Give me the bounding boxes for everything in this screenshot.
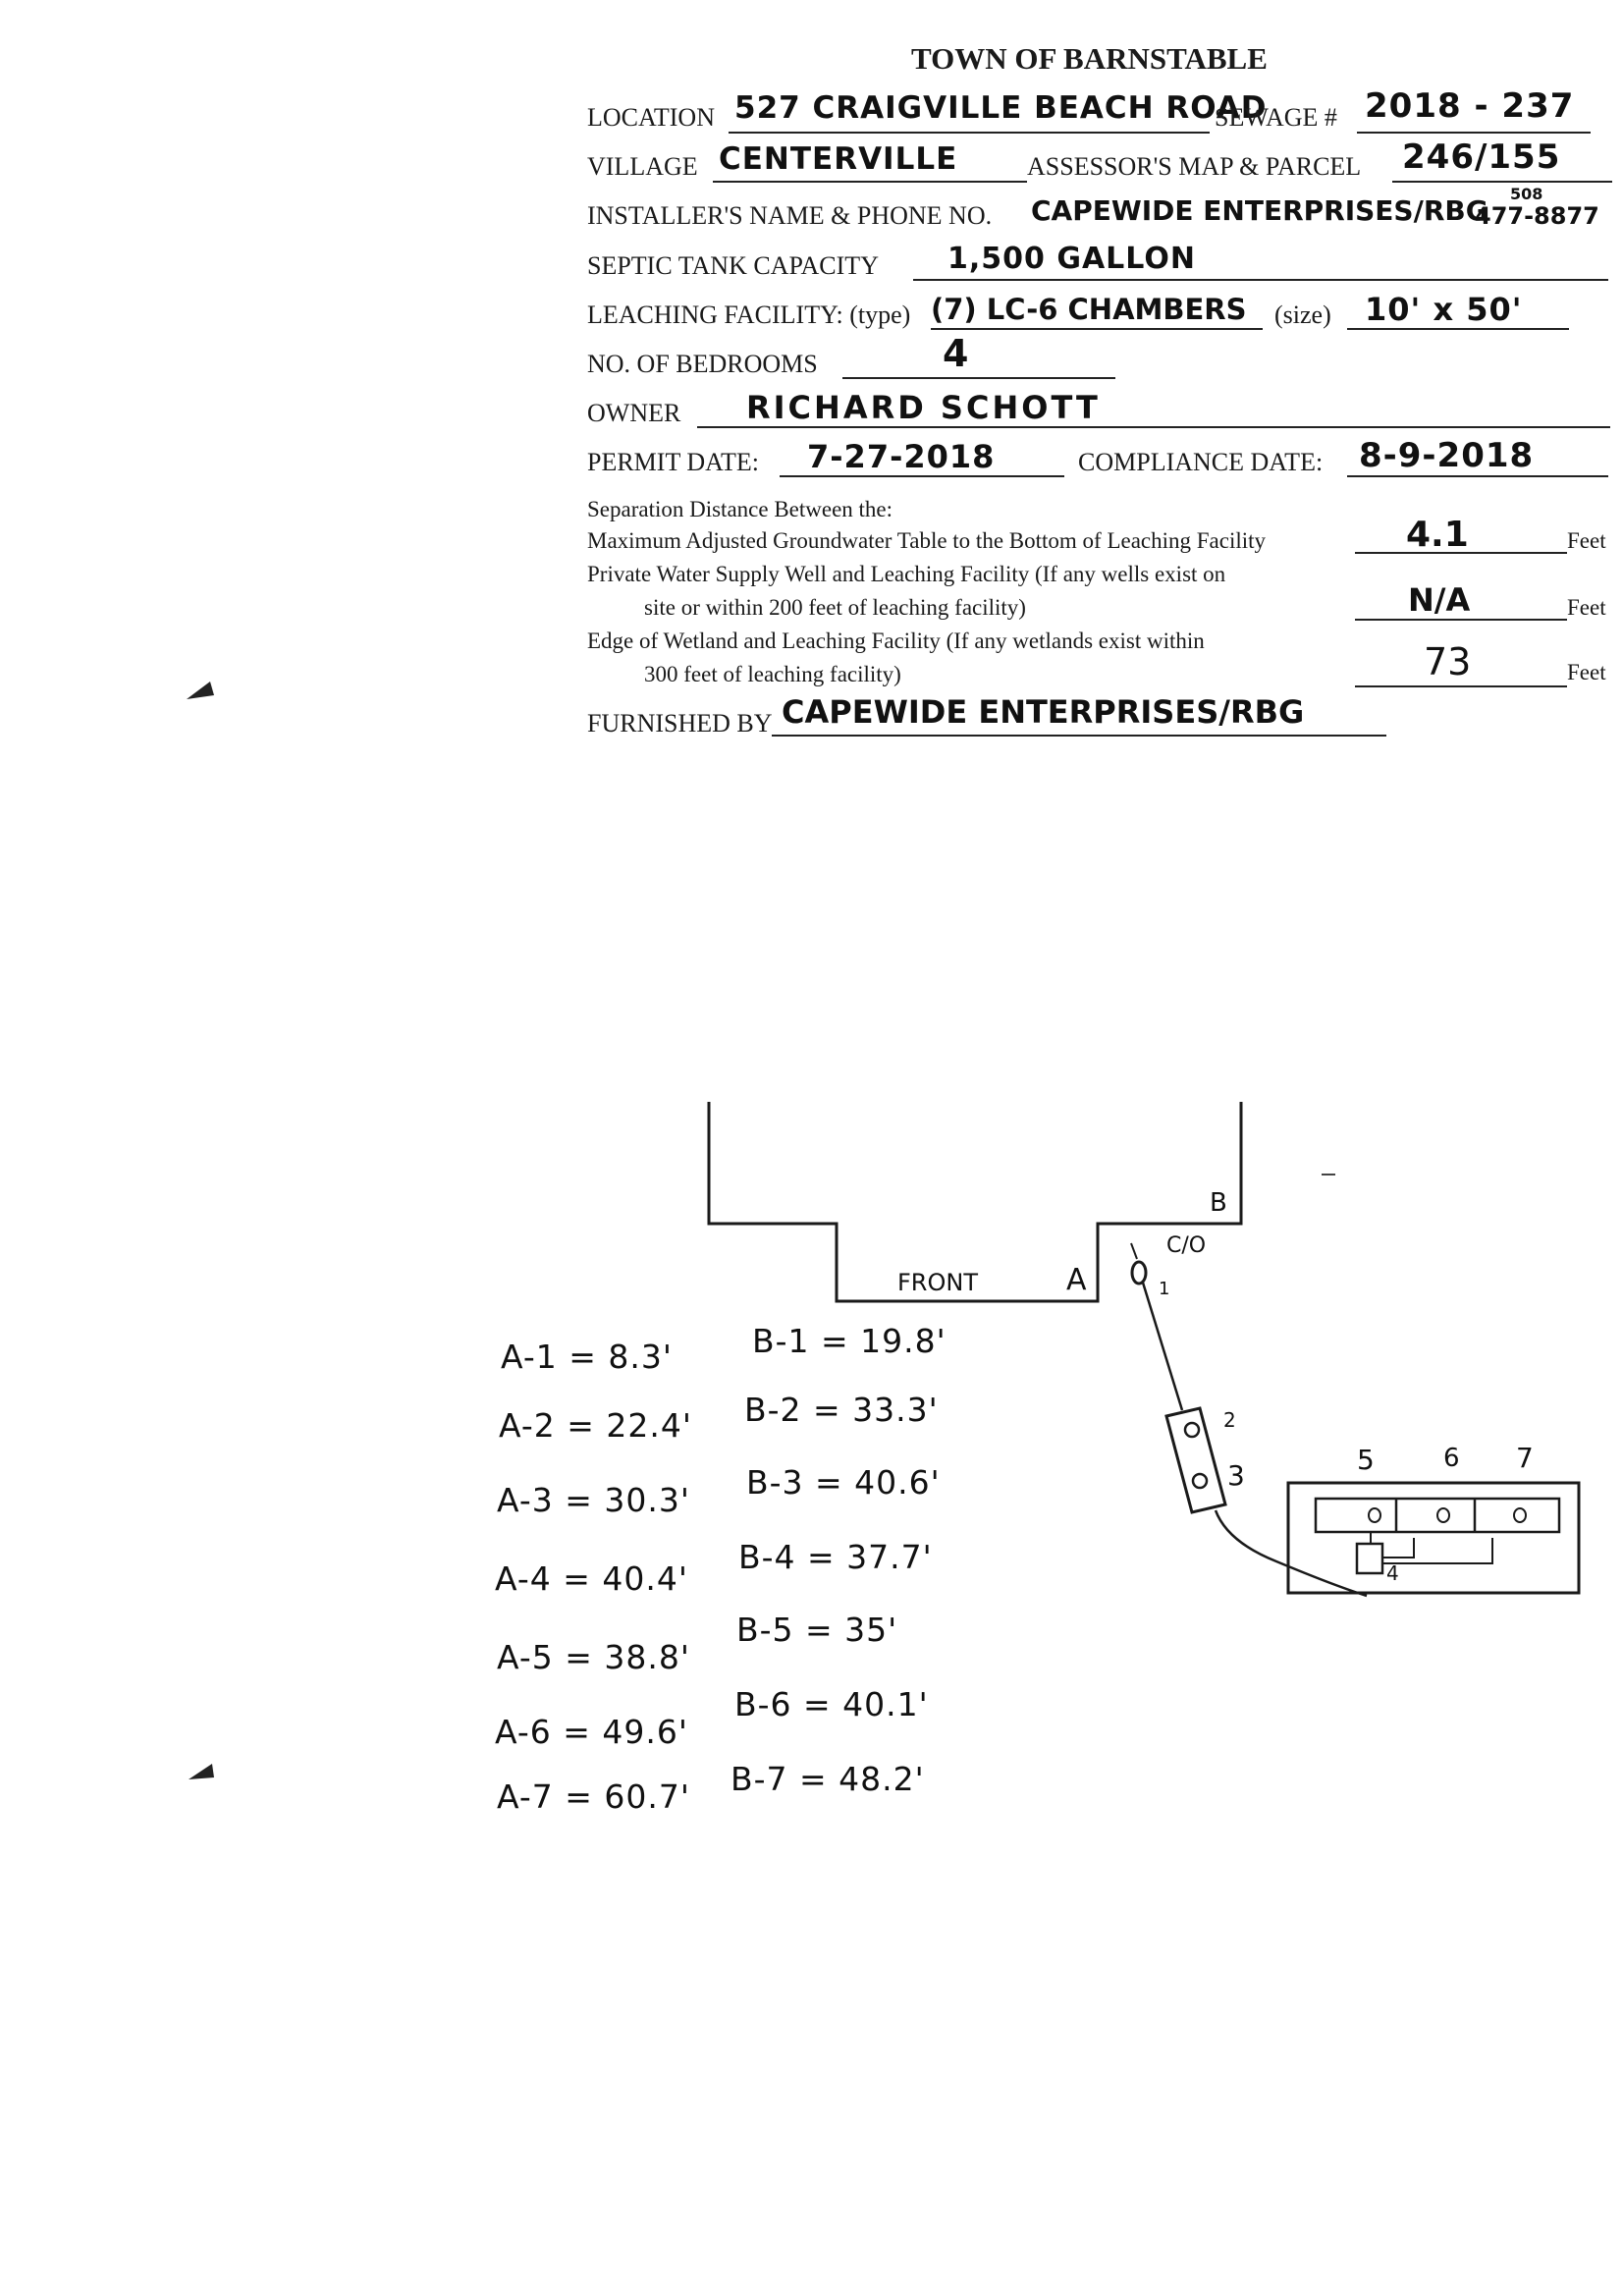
village-label: VILLAGE <box>587 152 698 181</box>
bedrooms-line <box>842 377 1115 379</box>
measurement-a-5: A-5 = 38.8' <box>497 1638 690 1676</box>
location-label: LOCATION <box>587 103 715 132</box>
separation-well-unit: Feet <box>1567 595 1606 620</box>
owner-value: RICHARD SCHOTT <box>746 389 1101 426</box>
leaching-size-value: 10' x 50' <box>1365 291 1523 328</box>
form-title: TOWN OF BARNSTABLE <box>911 41 1268 76</box>
front-label: FRONT <box>897 1269 978 1296</box>
septic-tank-label: SEPTIC TANK CAPACITY <box>587 251 879 280</box>
inspection-port-7 <box>1513 1507 1527 1523</box>
installer-label: INSTALLER'S NAME & PHONE NO. <box>587 201 993 230</box>
inspection-port-5 <box>1368 1507 1381 1523</box>
sewage-value: 2018 - 237 <box>1365 86 1575 126</box>
sewage-label: SEWAGE # <box>1215 103 1337 132</box>
separation-well-text-a: Private Water Supply Well and Leaching F… <box>587 562 1226 586</box>
septic-tank-line <box>913 279 1608 281</box>
measurement-a-4: A-4 = 40.4' <box>495 1559 688 1598</box>
distribution-box <box>1355 1542 1384 1575</box>
leaching-type-line <box>931 328 1263 330</box>
location-value: 527 CRAIGVILLE BEACH ROAD <box>734 90 1268 126</box>
separation-well-value: N/A <box>1408 581 1471 619</box>
furnished-by-label: FURNISHED BY <box>587 709 773 738</box>
installer-value: CAPEWIDE ENTERPRISES/RBG <box>1031 194 1488 227</box>
point-1-label: 1 <box>1159 1279 1170 1299</box>
septic-tank-value: 1,500 GALLON <box>947 242 1196 276</box>
separation-wetland-value: 73 <box>1424 640 1472 683</box>
scan-mark-bottom <box>189 1764 214 1779</box>
measurement-a-3: A-3 = 30.3' <box>497 1481 690 1519</box>
point-7-label: 7 <box>1516 1442 1534 1474</box>
separation-groundwater-value: 4.1 <box>1406 515 1469 555</box>
permit-date-label: PERMIT DATE: <box>587 448 760 476</box>
point-3-label: 3 <box>1227 1459 1245 1492</box>
house-outline <box>707 1102 1243 1303</box>
measurement-b-7: B-7 = 48.2' <box>730 1760 925 1798</box>
leaching-chambers <box>1314 1497 1561 1534</box>
map-parcel-value: 246/155 <box>1402 137 1561 177</box>
leaching-type-value: (7) LC-6 CHAMBERS <box>931 293 1247 326</box>
installer-phone: 477-8877 <box>1475 202 1599 230</box>
measurement-a-7: A-7 = 60.7' <box>497 1777 690 1816</box>
compliance-date-label: COMPLIANCE DATE: <box>1078 448 1324 476</box>
measurement-a-1: A-1 = 8.3' <box>501 1338 673 1376</box>
corner-a-label: A <box>1066 1263 1087 1297</box>
corner-b-label: B <box>1210 1188 1227 1218</box>
separation-well-text-b: site or within 200 feet of leaching faci… <box>644 595 1026 620</box>
leaching-type-label: LEACHING FACILITY: (type) <box>587 301 911 329</box>
sewage-line <box>1357 132 1591 134</box>
bedrooms-value: 4 <box>943 332 970 375</box>
point-2-label: 2 <box>1223 1408 1236 1432</box>
separation-wetland-unit: Feet <box>1567 660 1606 684</box>
location-line <box>729 132 1210 134</box>
installer-phone-prefix: 508 <box>1510 185 1543 203</box>
furnished-by-line <box>772 735 1386 737</box>
village-value: CENTERVILLE <box>719 141 958 177</box>
point-4-label: 4 <box>1386 1561 1399 1585</box>
point-6-label: 6 <box>1443 1444 1460 1473</box>
pipe-to-tank <box>1141 1282 1184 1411</box>
separation-groundwater-unit: Feet <box>1567 528 1606 553</box>
measurement-a-2: A-2 = 22.4' <box>499 1406 692 1445</box>
cleanout-marker <box>1130 1260 1148 1285</box>
leaching-size-line <box>1347 328 1569 330</box>
compliance-date-line <box>1347 475 1608 477</box>
point-5-label: 5 <box>1357 1444 1375 1476</box>
separation-groundwater-line <box>1355 552 1567 554</box>
separation-wetland-text-b: 300 feet of leaching facility) <box>644 662 901 686</box>
compliance-date-value: 8-9-2018 <box>1359 436 1535 475</box>
measurement-b-5: B-5 = 35' <box>736 1611 898 1649</box>
bedrooms-label: NO. OF BEDROOMS <box>587 350 818 378</box>
measurement-b-2: B-2 = 33.3' <box>744 1391 939 1429</box>
separation-wetland-line <box>1355 685 1567 687</box>
leaching-size-label: (size) <box>1274 301 1331 329</box>
owner-line <box>697 426 1610 428</box>
scan-mark-top <box>187 682 214 699</box>
septic-tank <box>1164 1406 1227 1514</box>
measurement-a-6: A-6 = 49.6' <box>495 1713 688 1751</box>
separation-well-line <box>1355 619 1567 621</box>
inspection-port-6 <box>1436 1507 1450 1523</box>
furnished-by-value: CAPEWIDE ENTERPRISES/RBG <box>782 693 1305 731</box>
separation-wetland-text-a: Edge of Wetland and Leaching Facility (I… <box>587 629 1205 653</box>
measurement-b-6: B-6 = 40.1' <box>734 1685 929 1723</box>
separation-groundwater-text: Maximum Adjusted Groundwater Table to th… <box>587 528 1267 553</box>
map-parcel-line <box>1392 181 1612 183</box>
owner-label: OWNER <box>587 399 681 427</box>
village-line <box>713 181 1027 183</box>
map-parcel-label: ASSESSOR'S MAP & PARCEL <box>1027 152 1362 181</box>
separation-heading: Separation Distance Between the: <box>587 497 893 521</box>
measurement-b-4: B-4 = 37.7' <box>738 1538 933 1576</box>
leaching-facility-outline <box>1286 1481 1581 1595</box>
measurement-b-3: B-3 = 40.6' <box>746 1463 941 1502</box>
cleanout-label: C/O <box>1166 1233 1207 1258</box>
permit-date-value: 7-27-2018 <box>807 438 996 475</box>
measurement-b-1: B-1 = 19.8' <box>752 1322 947 1360</box>
permit-date-line <box>780 475 1064 477</box>
pipe-to-dbox <box>1214 1509 1368 1598</box>
